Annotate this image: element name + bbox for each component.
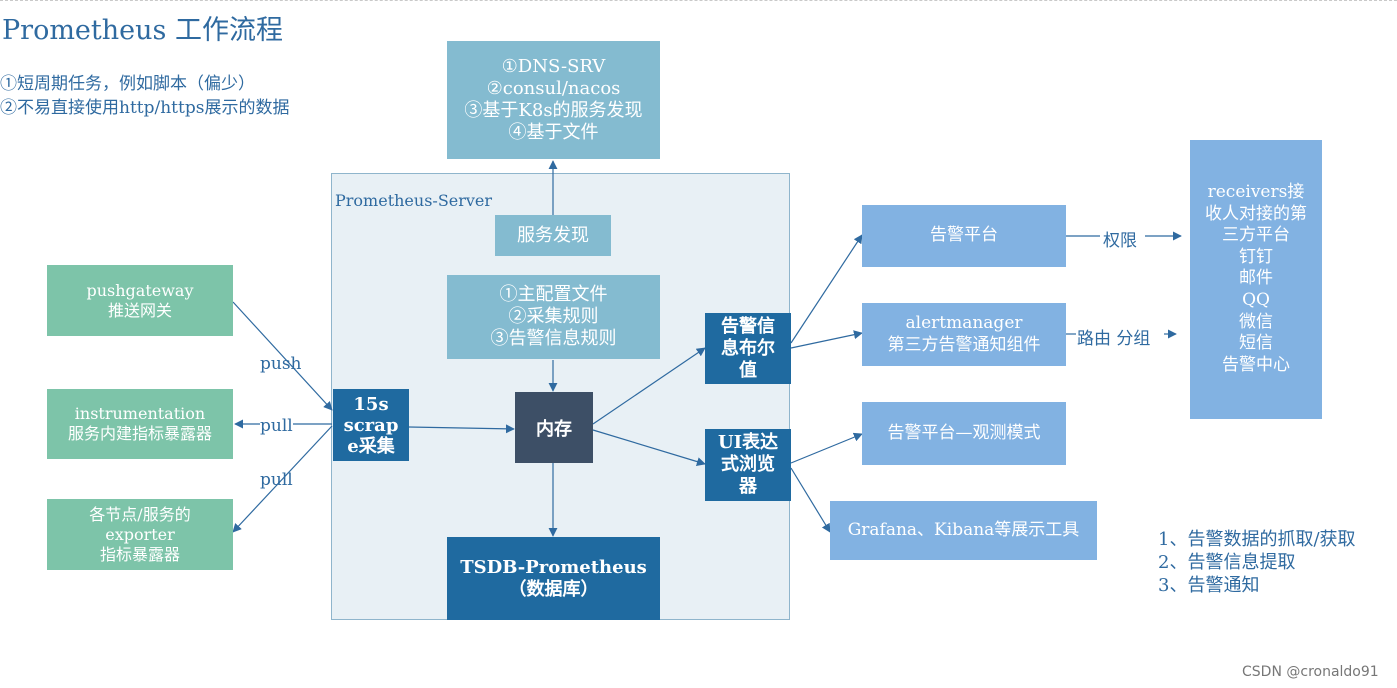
observe-mode-box: 告警平台—观测模式: [862, 402, 1066, 465]
box-label: 式浏览: [721, 454, 775, 475]
box-label: 内存: [536, 418, 572, 440]
alert-boolean-box: 告警信 息布尔 值: [705, 313, 791, 384]
box-label: ③告警信息规则: [490, 328, 617, 349]
step-line: 3、告警通知: [1158, 575, 1260, 596]
pushgateway-use-cases: ①短周期任务，例如脚本（偏少） ②不易直接使用http/https展示的数据: [0, 72, 289, 120]
service-discovery-box: 服务发现: [495, 215, 611, 256]
box-label: 息布尔: [721, 337, 775, 359]
pull-label-instrumentation: pull: [260, 416, 293, 436]
edge-push: [232, 301, 333, 411]
box-label: alertmanager: [905, 313, 1023, 333]
box-label: ①DNS-SRV: [501, 56, 606, 77]
box-label: 值: [739, 359, 757, 381]
box-label: receivers接: [1207, 182, 1305, 202]
edge-alert-manager: [790, 330, 863, 349]
box-label: 钉钉: [1239, 246, 1273, 267]
box-label: 推送网关: [107, 300, 172, 320]
box-label: （数据库）: [508, 578, 599, 600]
box-label: 第三方告警通知组件: [887, 334, 1041, 355]
edge-ui-observe: [790, 432, 863, 464]
push-label: push: [260, 354, 302, 374]
edge-ui-grafana: [790, 467, 831, 533]
scrape-box: 15s scrap e采集: [333, 389, 409, 461]
alertmanager-box: alertmanager 第三方告警通知组件: [862, 303, 1066, 366]
box-label: exporter: [105, 524, 175, 544]
top-dashed-border: [0, 0, 1397, 1]
config-box: ①主配置文件 ②采集规则 ③告警信息规则: [447, 275, 660, 359]
box-label: instrumentation: [74, 404, 206, 423]
box-label: 微信: [1239, 311, 1273, 332]
box-label: scrap: [343, 414, 399, 436]
receivers-box: receivers接 收人对接的第 三方平台 钉钉 邮件 QQ 微信 短信 告警…: [1190, 140, 1322, 419]
instrumentation-box: instrumentation 服务内建指标暴露器: [47, 389, 233, 459]
box-label: 告警平台—观测模式: [887, 422, 1041, 443]
box-label: 指标暴露器: [99, 544, 180, 564]
box-label: ②consul/nacos: [486, 78, 621, 99]
box-label: UI表达: [717, 432, 779, 453]
box-label: 服务发现: [517, 224, 589, 246]
box-label: pushgateway: [86, 280, 194, 300]
box-label: ①主配置文件: [499, 284, 608, 305]
csdn-watermark: CSDN @cronaldo91: [1242, 664, 1379, 680]
edge-pull-exporter: [232, 425, 333, 533]
note-line: ①短周期任务，例如脚本（偏少）: [0, 74, 255, 94]
box-label: 三方平台: [1222, 225, 1290, 246]
box-label: 15s: [353, 393, 389, 415]
box-label: 邮件: [1239, 268, 1273, 289]
note-line: ②不易直接使用http/https展示的数据: [0, 98, 290, 118]
box-label: 收人对接的第: [1205, 203, 1307, 224]
edge-memory-alert: [592, 347, 706, 425]
alert-platform-box: 告警平台: [862, 205, 1066, 267]
permission-label: 权限: [1103, 231, 1137, 251]
box-label: TSDB-Prometheus: [460, 556, 647, 578]
pushgateway-box: pushgateway 推送网关: [47, 265, 233, 336]
memory-box: 内存: [515, 392, 593, 463]
edge-memory-ui: [592, 429, 706, 466]
box-label: 短信: [1239, 333, 1273, 354]
box-label: 各节点/服务的: [89, 504, 191, 524]
box-label: QQ: [1242, 289, 1270, 310]
box-label: 告警信: [721, 315, 775, 337]
ui-browser-box: UI表达 式浏览 器: [705, 429, 791, 501]
box-label: ③基于K8s的服务发现: [464, 100, 643, 121]
exporter-box: 各节点/服务的 exporter 指标暴露器: [47, 499, 233, 570]
box-label: 服务内建指标暴露器: [67, 424, 212, 443]
step-line: 2、告警信息提取: [1158, 552, 1296, 573]
box-label: e采集: [347, 435, 395, 457]
box-label: 告警平台: [930, 225, 998, 246]
box-label: 告警中心: [1222, 354, 1290, 375]
grafana-box: Grafana、Kibana等展示工具: [830, 501, 1097, 560]
prometheus-server-label: Prometheus-Server: [335, 191, 493, 210]
tsdb-box: TSDB-Prometheus （数据库）: [447, 537, 660, 620]
edge-alert-platform: [790, 234, 863, 344]
edge-scrape-memory: [408, 424, 515, 434]
diagram-title: Prometheus 工作流程: [2, 15, 283, 46]
box-label: Grafana、Kibana等展示工具: [847, 519, 1080, 540]
step-line: 1、告警数据的抓取/获取: [1158, 529, 1356, 550]
pull-label-exporter: pull: [260, 470, 293, 490]
box-label: ④基于文件: [508, 122, 599, 143]
route-group-label: 路由 分组: [1077, 329, 1151, 349]
box-label: 器: [739, 476, 757, 497]
box-label: ②采集规则: [508, 306, 599, 327]
discovery-methods-box: ①DNS-SRV ②consul/nacos ③基于K8s的服务发现 ④基于文件: [447, 41, 660, 159]
workflow-steps: 1、告警数据的抓取/获取 2、告警信息提取 3、告警通知: [1158, 528, 1356, 597]
